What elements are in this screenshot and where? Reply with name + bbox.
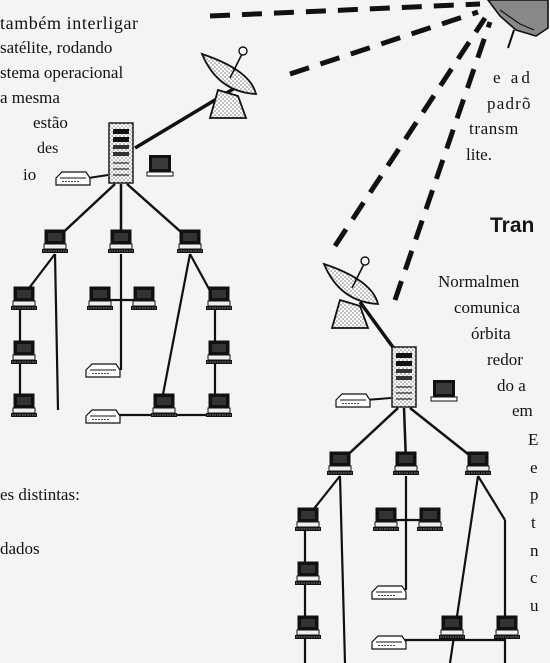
right-monitor-icon xyxy=(430,379,458,402)
left-server-icon xyxy=(108,122,134,184)
left-terminal-icon xyxy=(10,393,38,418)
right-network-diagram xyxy=(294,256,521,663)
right-terminal-icon xyxy=(372,507,400,532)
right-body-line-1: Normalmen xyxy=(438,272,520,291)
left-terminal-icon xyxy=(205,393,233,418)
right-workstation-icon xyxy=(392,451,420,476)
left-satellite-dish-icon xyxy=(201,46,257,119)
section-heading: Tran xyxy=(490,214,535,237)
left-text-line-3: stema operacional xyxy=(0,63,124,82)
right-top-line-1: e ad xyxy=(493,68,533,87)
satellite-signal-lines xyxy=(209,1,493,301)
left-text-line-4: a mesma xyxy=(0,88,60,107)
right-body-line-12: c xyxy=(530,568,538,587)
right-body-line-5: do a xyxy=(497,376,526,395)
right-body-line-10: t xyxy=(531,513,536,532)
right-terminal-icon xyxy=(294,561,322,586)
left-bottom-line-2: dados xyxy=(0,539,40,558)
right-top-line-2: padrõ xyxy=(487,94,532,113)
left-workstation-icon xyxy=(41,229,69,254)
right-body-line-8: e xyxy=(530,458,538,477)
left-bottom-line-1: es distintas: xyxy=(0,485,80,504)
right-body-line-4: redor xyxy=(487,350,523,369)
right-body-line-9: p xyxy=(530,485,539,504)
left-printer-icon xyxy=(55,171,91,186)
left-text-line-2: satélite, rodando xyxy=(0,38,113,57)
left-printer-icon xyxy=(85,409,121,424)
right-top-line-4: lite. xyxy=(466,145,492,164)
right-terminal-icon xyxy=(294,615,322,640)
satellite-icon xyxy=(487,0,549,49)
right-body-line-7: E xyxy=(528,430,539,449)
left-text-line-7: io xyxy=(23,165,37,184)
left-terminal-icon xyxy=(150,393,178,418)
left-terminal-icon xyxy=(130,286,158,311)
left-terminal-icon xyxy=(205,286,233,311)
right-printer-icon xyxy=(335,393,371,408)
right-terminal-icon xyxy=(294,507,322,532)
left-terminal-icon xyxy=(10,286,38,311)
right-printer-icon xyxy=(371,635,407,650)
left-text-line-5: estão xyxy=(33,113,68,132)
right-body-line-13: u xyxy=(530,596,539,615)
left-terminal-icon xyxy=(86,286,114,311)
right-body-line-2: comunica xyxy=(454,298,521,317)
left-workstation-icon xyxy=(107,229,135,254)
left-text-line-1: também interligar xyxy=(0,13,139,33)
right-body-line-6: em xyxy=(512,401,533,420)
left-terminal-icon xyxy=(10,340,38,365)
left-network-diagram xyxy=(10,46,257,424)
left-workstation-icon xyxy=(176,229,204,254)
right-body-line-3: órbita xyxy=(471,324,511,343)
right-printer-icon xyxy=(371,585,407,600)
right-terminal-icon xyxy=(416,507,444,532)
right-workstation-icon xyxy=(464,451,492,476)
left-text-line-6: des xyxy=(37,140,59,157)
left-terminal-icon xyxy=(205,340,233,365)
left-printer-icon xyxy=(85,363,121,378)
right-terminal-icon xyxy=(438,615,466,640)
right-terminal-icon xyxy=(493,615,521,640)
right-workstation-icon xyxy=(326,451,354,476)
right-server-icon xyxy=(391,346,417,408)
right-top-line-3: transm xyxy=(469,119,519,138)
right-body-line-11: n xyxy=(530,541,539,560)
left-monitor-icon xyxy=(146,154,174,177)
